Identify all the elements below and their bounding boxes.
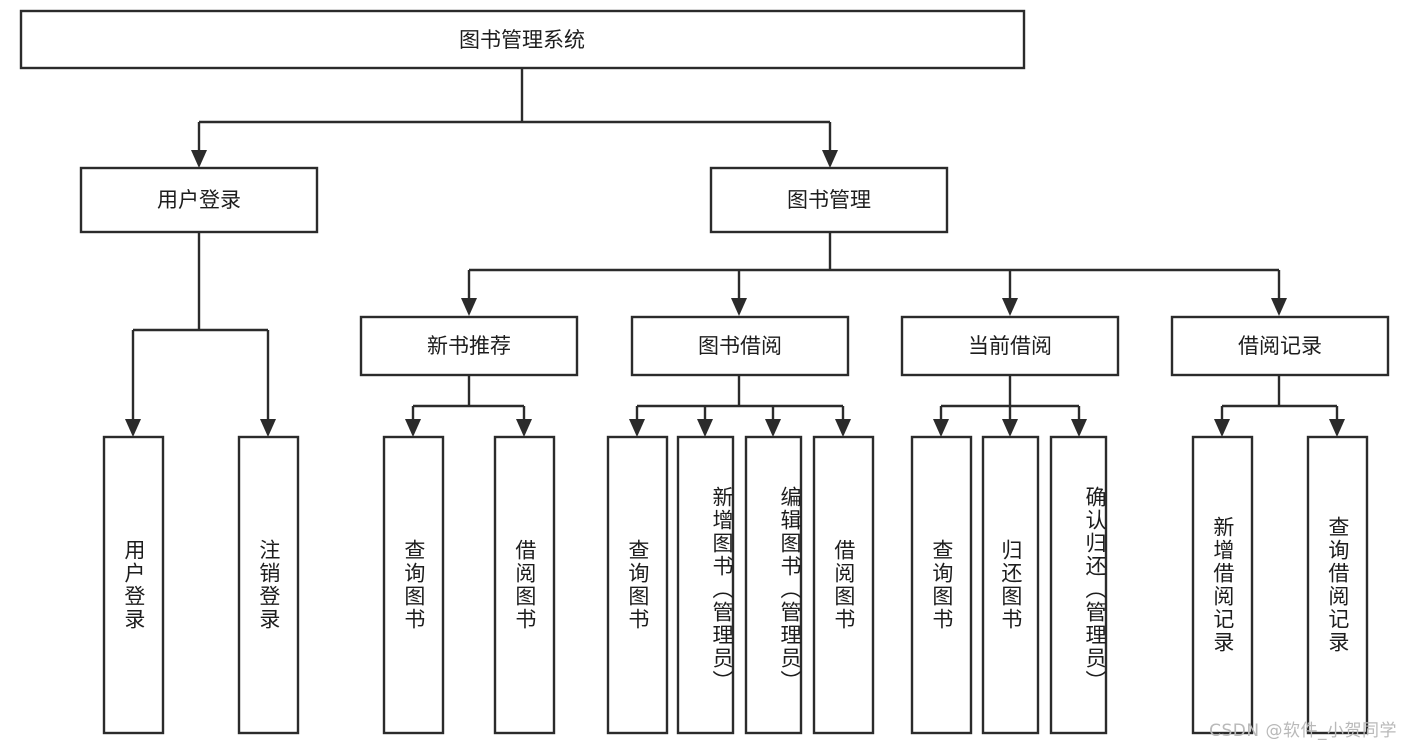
arrow-bb-leaf-0 [629, 419, 645, 437]
leaf-box-book-borrow-0[interactable] [606, 435, 669, 735]
arrow-nb-leaf-1 [516, 419, 532, 437]
node-user-login-label: 用户登录 [157, 188, 241, 212]
arrow-cb-leaf-2 [1071, 419, 1087, 437]
leaf-box-book-borrow-1[interactable] [676, 435, 735, 735]
leaf-box-book-borrow-3[interactable] [812, 435, 875, 735]
node-new-book-recommend-box[interactable] [359, 315, 579, 377]
arrow-br-leaf-1 [1329, 419, 1345, 437]
connectors-current-borrow-to-leaves [933, 376, 1087, 437]
arrow-bb-leaf-1 [697, 419, 713, 437]
leaf-box-current-borrow-1[interactable] [981, 435, 1040, 735]
node-book-borrow-label: 图书借阅 [698, 334, 782, 358]
leaf-box-new-book-0[interactable] [382, 435, 445, 735]
connectors-book-borrow-to-leaves [629, 376, 851, 437]
node-user-login-box[interactable] [79, 166, 319, 234]
node-book-management-box[interactable] [709, 166, 949, 234]
arrow-ul-leaf-1 [260, 419, 276, 437]
leaf-box-current-borrow-0[interactable] [910, 435, 973, 735]
connectors-user-login-to-leaves [125, 232, 276, 437]
arrow-bm-c1 [731, 298, 747, 316]
leaf-box-user-login-0[interactable] [102, 435, 165, 735]
leaf-box-borrow-record-1[interactable] [1306, 435, 1369, 735]
node-book-management[interactable]: 图书管理 [709, 166, 949, 234]
arrow-ul-leaf-0 [125, 419, 141, 437]
arrow-to-book-mgmt [822, 150, 838, 168]
node-user-login[interactable]: 用户登录 [79, 166, 319, 234]
node-root-label: 图书管理系统 [459, 28, 585, 52]
leaf-box-current-borrow-2[interactable] [1049, 435, 1108, 735]
node-new-book-recommend-label: 新书推荐 [427, 334, 511, 358]
node-book-management-label: 图书管理 [787, 188, 871, 212]
node-borrow-record[interactable]: 借阅记录 [1170, 315, 1390, 377]
arrow-br-leaf-0 [1214, 419, 1230, 437]
node-book-borrow-box[interactable] [630, 315, 850, 377]
leaf-box-borrow-record-0[interactable] [1191, 435, 1254, 735]
node-current-borrow-box[interactable] [900, 315, 1120, 377]
leaf-box-new-book-1[interactable] [493, 435, 556, 735]
node-borrow-record-box[interactable] [1170, 315, 1390, 377]
node-borrow-record-label: 借阅记录 [1238, 334, 1322, 358]
connectors-book-mgmt-to-level3 [461, 232, 1287, 316]
arrow-bm-c2 [1002, 298, 1018, 316]
arrow-cb-leaf-1 [1002, 419, 1018, 437]
leaf-box-book-borrow-2[interactable] [744, 435, 803, 735]
arrow-cb-leaf-0 [933, 419, 949, 437]
arrow-bb-leaf-2 [765, 419, 781, 437]
connectors-borrow-record-to-leaves [1214, 376, 1345, 437]
connectors-root-to-level2 [191, 68, 838, 168]
node-current-borrow-label: 当前借阅 [968, 334, 1052, 358]
node-new-book-recommend[interactable]: 新书推荐 [359, 315, 579, 377]
arrow-nb-leaf-0 [405, 419, 421, 437]
arrow-to-user-login [191, 150, 207, 168]
node-root[interactable]: 图书管理系统 [19, 9, 1026, 70]
arrow-bm-c0 [461, 298, 477, 316]
node-book-borrow[interactable]: 图书借阅 [630, 315, 850, 377]
leaf-box-user-login-1[interactable] [237, 435, 300, 735]
arrow-bb-leaf-3 [835, 419, 851, 437]
connectors-new-book-to-leaves [405, 376, 532, 437]
node-root-box[interactable] [19, 9, 1026, 70]
csdn-watermark: CSDN @软件_小贺同学 [1209, 721, 1397, 741]
arrow-bm-c3 [1271, 298, 1287, 316]
node-current-borrow[interactable]: 当前借阅 [900, 315, 1120, 377]
